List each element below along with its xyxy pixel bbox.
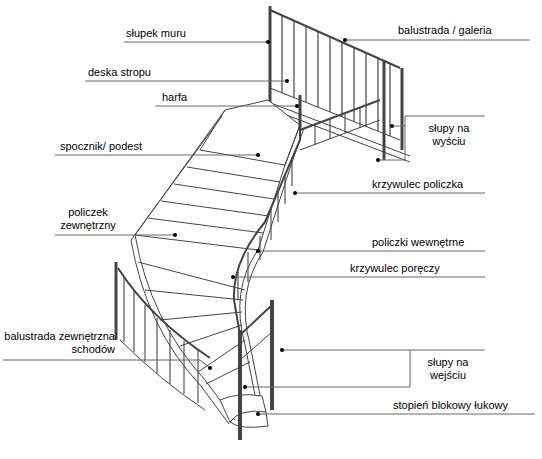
part-label: krzywulec policzka — [372, 178, 463, 191]
leader-dots — [173, 38, 394, 416]
part-label: policzek zewnętrzny — [52, 206, 124, 232]
part-label: stopień blokowy łukowy — [393, 399, 508, 412]
part-label: krzywulec poręczy — [350, 262, 440, 275]
part-label: słupy na wejściu — [414, 356, 482, 382]
part-label: balustrada / galeria — [398, 24, 492, 37]
part-label: słupy na wyściu — [418, 122, 480, 148]
part-label: spocznik/ podest — [60, 140, 142, 153]
part-label: policzki wewnętrne — [372, 236, 464, 249]
leader-lines — [3, 40, 535, 414]
part-label: harfa — [162, 91, 187, 104]
part-label: deska stropu — [88, 66, 151, 79]
part-label: słupek muru — [126, 27, 186, 40]
part-label: balustrada zewnętrzna schodów — [3, 330, 115, 356]
staircase-drawing — [116, 6, 410, 440]
